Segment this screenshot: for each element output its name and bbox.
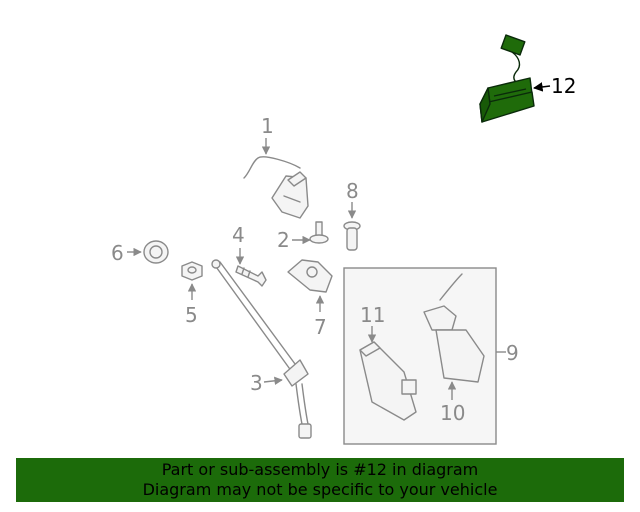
callout-1: 1 bbox=[261, 114, 274, 155]
svg-text:2: 2 bbox=[277, 228, 290, 252]
part-12-module[interactable] bbox=[479, 34, 535, 123]
callout-10: 10 bbox=[440, 381, 465, 425]
callout-9: 9 bbox=[496, 341, 519, 365]
part-7-latch bbox=[287, 259, 333, 293]
callout-8: 8 bbox=[346, 179, 359, 219]
svg-text:6: 6 bbox=[111, 241, 124, 265]
callout-2: 2 bbox=[277, 228, 311, 252]
callout-6: 6 bbox=[111, 241, 142, 265]
svg-text:9: 9 bbox=[506, 341, 519, 365]
part-4-stud bbox=[235, 265, 267, 287]
part-1-bracket bbox=[243, 156, 309, 219]
callout-3: 3 bbox=[250, 371, 283, 395]
banner-line-1: Part or sub-assembly is #12 in diagram bbox=[161, 460, 479, 479]
svg-text:1: 1 bbox=[261, 114, 274, 138]
callout-7: 7 bbox=[314, 295, 327, 339]
part-3-cable bbox=[211, 259, 312, 439]
svg-text:8: 8 bbox=[346, 179, 359, 203]
part-10-latch bbox=[423, 273, 485, 383]
svg-text:11: 11 bbox=[360, 303, 385, 327]
svg-text:5: 5 bbox=[185, 303, 198, 327]
callout-12: 12 bbox=[533, 74, 576, 98]
part-5-nut bbox=[181, 261, 203, 281]
part-2-bolt bbox=[309, 221, 329, 244]
info-banner: Part or sub-assembly is #12 in diagram D… bbox=[16, 458, 624, 502]
callout-11: 11 bbox=[360, 303, 385, 343]
callout-5: 5 bbox=[185, 283, 198, 327]
part-8-pin bbox=[343, 221, 361, 251]
banner-background bbox=[16, 458, 624, 502]
svg-text:10: 10 bbox=[440, 401, 465, 425]
svg-text:4: 4 bbox=[232, 223, 245, 247]
callout-12-label: 12 bbox=[551, 74, 576, 98]
banner-line-2: Diagram may not be specific to your vehi… bbox=[142, 480, 498, 499]
svg-text:3: 3 bbox=[250, 371, 263, 395]
part-6-bushing bbox=[143, 240, 169, 264]
svg-text:7: 7 bbox=[314, 315, 327, 339]
callout-4: 4 bbox=[232, 223, 245, 265]
